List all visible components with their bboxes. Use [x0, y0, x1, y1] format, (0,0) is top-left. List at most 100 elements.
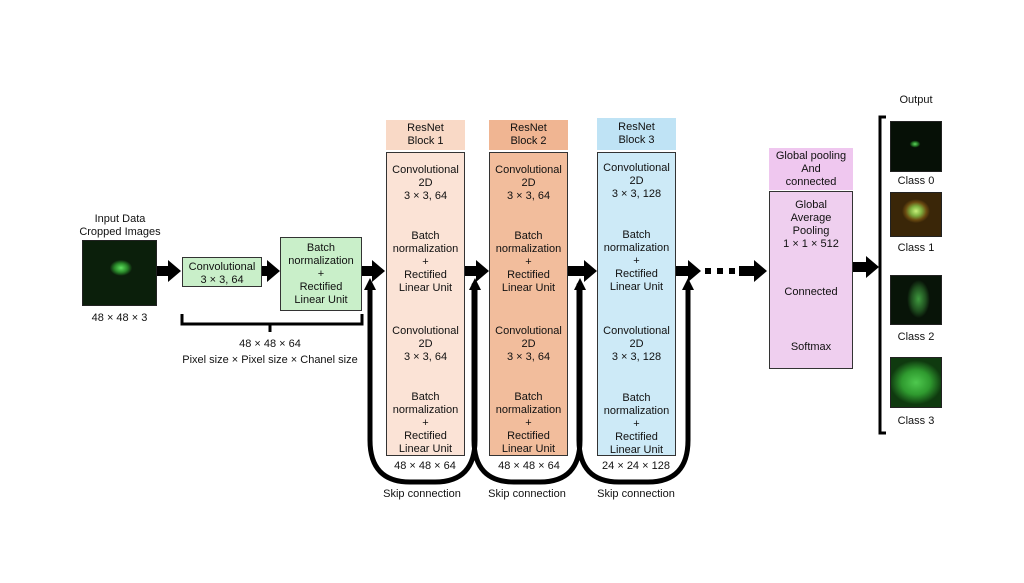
- skip-loops: [367, 282, 691, 485]
- arrow-block3-dots: [676, 260, 701, 282]
- arrow-global-output: [853, 256, 879, 278]
- block1-size: 48 × 48 × 64: [394, 460, 456, 472]
- conv-label: Convolutional: [188, 261, 256, 273]
- block3-layer-bn-b: Batch normalization + Rectified Linear U…: [597, 392, 676, 457]
- bn-line: Batch: [306, 242, 336, 254]
- global-average-pooling: Global Average Pooling 1 × 1 × 512: [769, 199, 853, 251]
- gap-line: Average: [790, 212, 832, 224]
- layer-line: 3 × 3, 64: [506, 190, 551, 202]
- layer-line: 3 × 3, 128: [611, 351, 662, 363]
- brace-caption: Pixel size × Pixel size × Chanel size: [182, 354, 358, 366]
- layer-line: Convolutional: [603, 325, 670, 337]
- layer-line: +: [525, 256, 532, 268]
- output-bracket: [878, 115, 886, 435]
- class-3-image: [890, 357, 942, 408]
- layer-line: +: [633, 418, 640, 430]
- layer-line: Batch: [622, 392, 651, 404]
- layer-line: 2D: [418, 338, 433, 350]
- layer-line: Batch: [514, 230, 543, 242]
- block-header-line: Block 3: [618, 134, 655, 146]
- layer-line: +: [633, 255, 640, 267]
- block2-layer-conv-a: Convolutional 2D 3 × 3, 64: [489, 164, 568, 203]
- class-2-label: Class 2: [897, 331, 935, 343]
- connected-label: Connected: [784, 286, 838, 298]
- arrow-block2-block3: [568, 260, 597, 282]
- layer-line: Convolutional: [392, 325, 459, 337]
- block1-layer-bn-b: Batch normalization + Rectified Linear U…: [386, 391, 465, 456]
- layer-line: normalization: [495, 243, 562, 255]
- gap-line: 1 × 1 × 512: [783, 238, 839, 250]
- class-2-image: [890, 275, 942, 325]
- block-header-line: Block 1: [407, 135, 444, 147]
- skip-arrowheads: [364, 278, 694, 290]
- layer-line: +: [422, 256, 429, 268]
- block1-skip-label: Skip connection: [383, 488, 461, 500]
- layer-line: Convolutional: [603, 162, 670, 174]
- global-header-line: connected: [785, 175, 837, 188]
- input-title-line: Cropped Images: [79, 226, 161, 238]
- global-header-line: Global pooling: [775, 149, 847, 162]
- block-header-line: Block 2: [510, 135, 547, 147]
- layer-line: 2D: [418, 177, 433, 189]
- arrow-conv-bn: [262, 260, 280, 282]
- block1-layer-bn-a: Batch normalization + Rectified Linear U…: [386, 230, 465, 295]
- layer-line: Rectified: [507, 430, 550, 442]
- block3-size: 24 × 24 × 128: [602, 460, 670, 472]
- block-header-line: ResNet: [510, 122, 547, 134]
- resnet-block-3-header: ResNet Block 3: [597, 118, 676, 150]
- layer-line: normalization: [392, 243, 459, 255]
- block3-layer-conv-b: Convolutional 2D 3 × 3, 128: [597, 325, 676, 364]
- gap-line: Global: [795, 199, 827, 211]
- layer-line: Batch: [622, 229, 651, 241]
- batchnorm-relu-box: Batch normalization + Rectified Linear U…: [280, 237, 362, 311]
- global-header-line: And: [801, 162, 821, 175]
- layer-line: 3 × 3, 128: [611, 188, 662, 200]
- layer-line: Rectified: [507, 269, 550, 281]
- block3-layer-bn-a: Batch normalization + Rectified Linear U…: [597, 229, 676, 294]
- global-pooling-block: [769, 191, 853, 369]
- block2-skip-label: Skip connection: [488, 488, 566, 500]
- global-pooling-header: Global pooling And connected: [769, 148, 853, 190]
- layer-line: 2D: [629, 338, 644, 350]
- layer-line: Batch: [411, 230, 440, 242]
- layer-line: Convolutional: [495, 164, 562, 176]
- arrow-bn-block1: [362, 260, 385, 282]
- resnet-block-3: [597, 152, 676, 456]
- layer-line: normalization: [392, 404, 459, 416]
- layer-line: Convolutional: [495, 325, 562, 337]
- arrow-input-conv: [157, 260, 181, 282]
- block-header-line: ResNet: [618, 121, 655, 133]
- block2-size: 48 × 48 × 64: [498, 460, 560, 472]
- layer-line: 3 × 3, 64: [403, 351, 448, 363]
- block3-skip-label: Skip connection: [597, 488, 675, 500]
- bn-line: Rectified: [299, 281, 343, 293]
- layer-line: normalization: [603, 405, 670, 417]
- dimension-brace: [180, 314, 364, 332]
- conv-layer-box: Convolutional 3 × 3, 64: [182, 257, 262, 287]
- input-cell-image: [82, 240, 157, 306]
- bn-line: normalization: [288, 255, 354, 267]
- resnet-block-1-header: ResNet Block 1: [386, 120, 465, 150]
- layer-line: Batch: [514, 391, 543, 403]
- input-title: Input Data Cropped Images: [70, 213, 170, 239]
- arrow-block1-block2: [465, 260, 489, 282]
- resnet-block-1: [386, 152, 465, 456]
- layer-line: Linear Unit: [609, 281, 664, 293]
- block2-layer-conv-b: Convolutional 2D 3 × 3, 64: [489, 325, 568, 364]
- layer-line: Batch: [411, 391, 440, 403]
- layer-line: 3 × 3, 64: [506, 351, 551, 363]
- input-size: 48 × 48 × 3: [91, 312, 148, 324]
- class-0-image: [890, 121, 942, 172]
- layer-line: 2D: [521, 177, 536, 189]
- block1-layer-conv-a: Convolutional 2D 3 × 3, 64: [386, 164, 465, 203]
- class-1-label: Class 1: [897, 242, 935, 254]
- block-header-line: ResNet: [407, 122, 444, 134]
- layer-line: +: [525, 417, 532, 429]
- layer-line: Linear Unit: [398, 282, 453, 294]
- bn-line: Linear Unit: [294, 294, 348, 306]
- conv-kernel: 3 × 3, 64: [200, 274, 244, 286]
- brace-size: 48 × 48 × 64: [239, 338, 301, 350]
- layer-line: Rectified: [404, 430, 447, 442]
- block2-layer-bn-a: Batch normalization + Rectified Linear U…: [489, 230, 568, 295]
